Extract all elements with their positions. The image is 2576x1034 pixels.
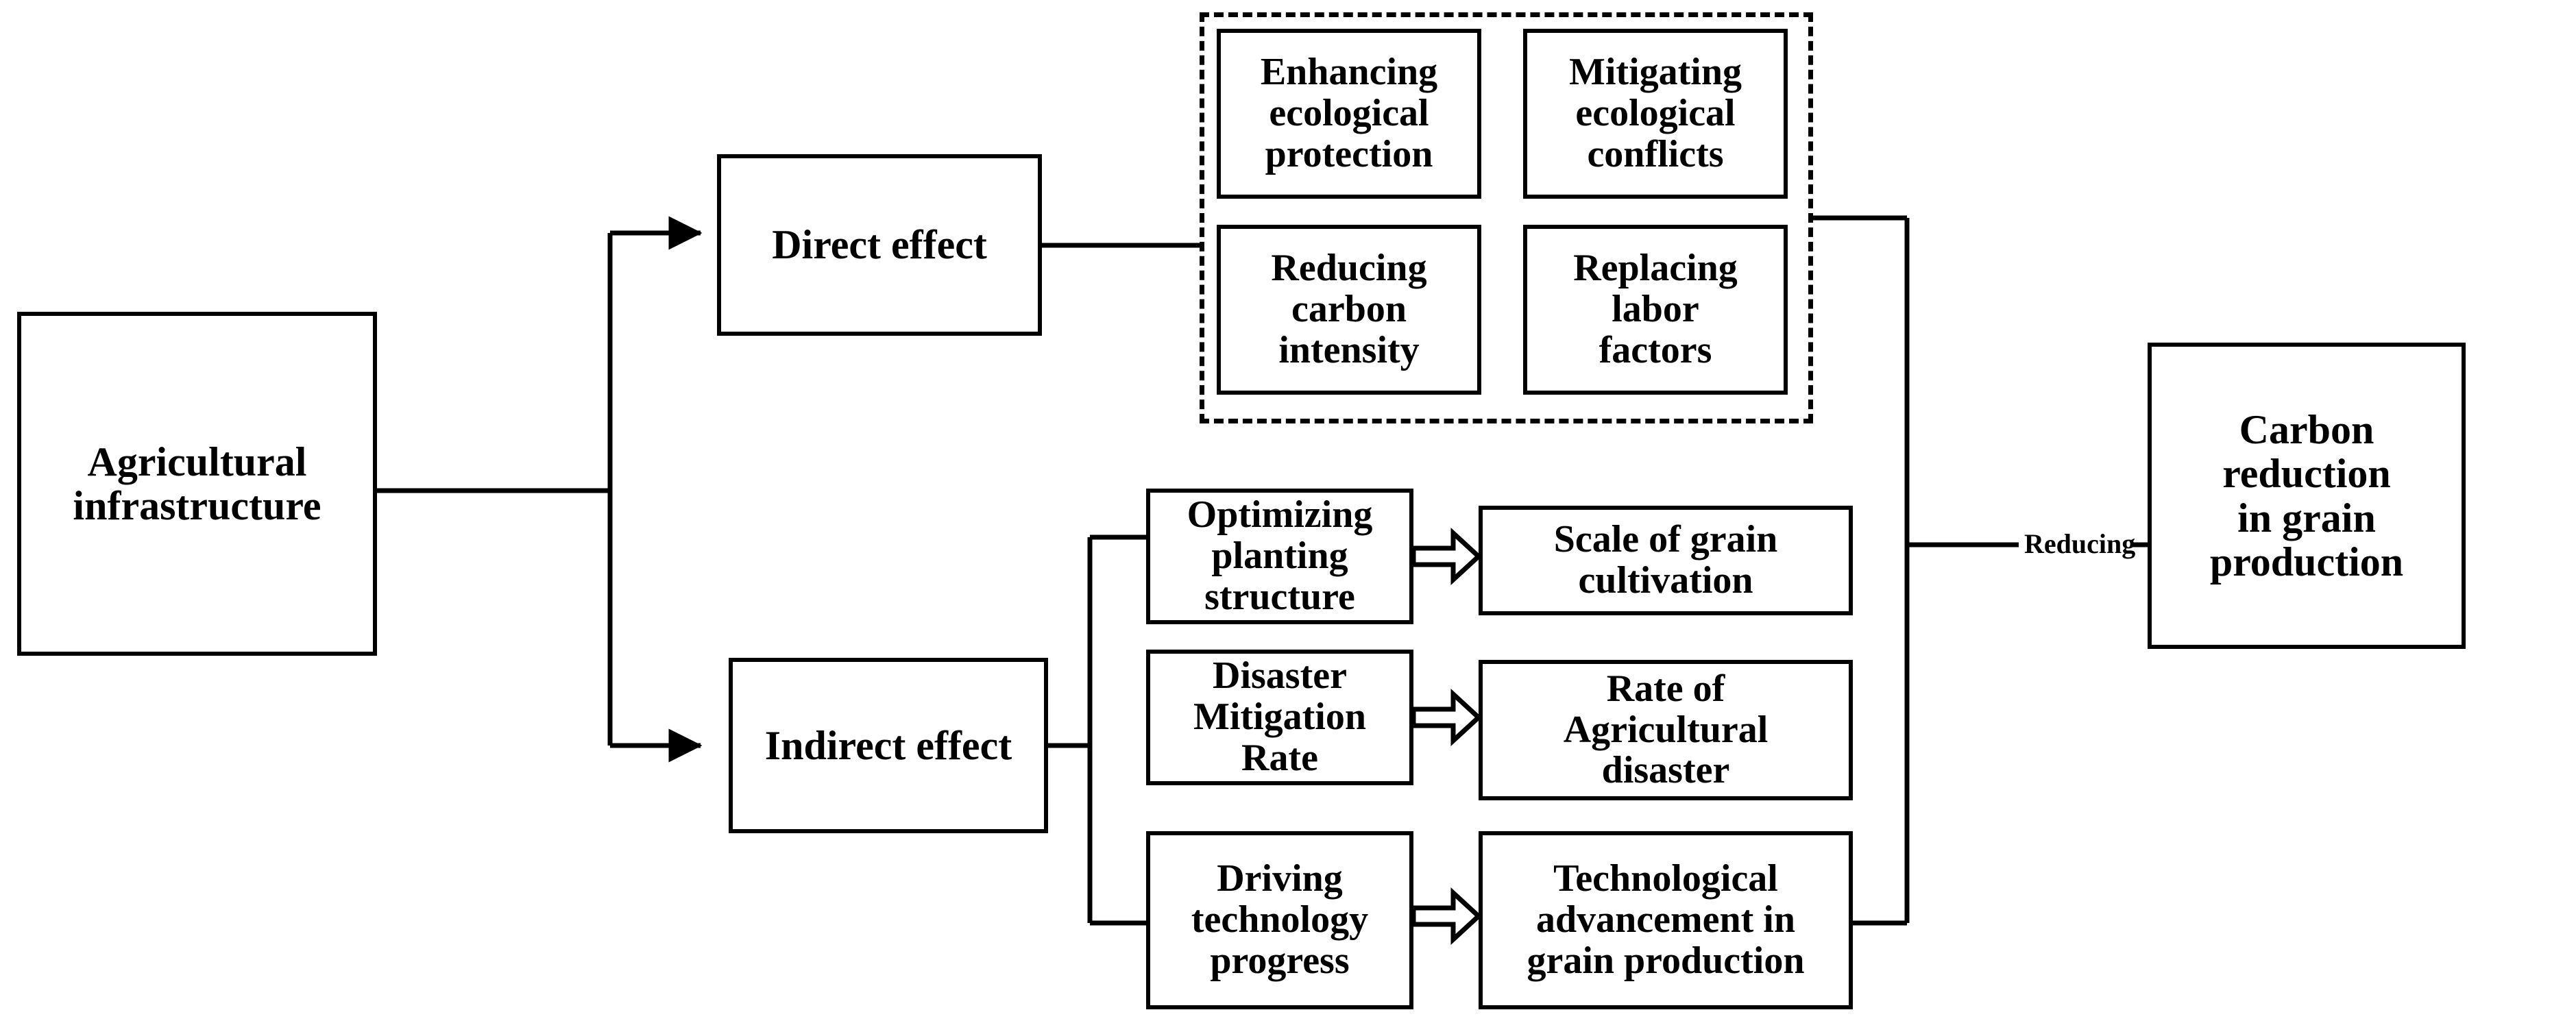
node-disaster-mitigation-rate[interactable]: Disaster Mitigation Rate — [1146, 650, 1413, 785]
block-arrow-optimizing-to-scale — [1411, 528, 1483, 585]
block-arrow-disaster-to-rate — [1411, 689, 1483, 746]
node-enhancing-ecological-protection[interactable]: Enhancing ecological protection — [1217, 29, 1481, 199]
edge-indirect-effect-mechanisms — [1048, 534, 1147, 926]
edge-collector-to-target — [1813, 215, 2148, 926]
node-driving-technology-progress[interactable]: Driving technology progress — [1146, 831, 1413, 1009]
node-scale-of-grain-cultivation[interactable]: Scale of grain cultivation — [1479, 506, 1853, 615]
node-replacing-labor-factors[interactable]: Replacing labor factors — [1523, 225, 1788, 395]
edge-source-split — [377, 233, 613, 746]
node-rate-of-agricultural-disaster[interactable]: Rate of Agricultural disaster — [1479, 660, 1853, 800]
node-technological-advancement-in-grain-production[interactable]: Technological advancement in grain produ… — [1479, 831, 1853, 1009]
node-optimizing-planting-structure[interactable]: Optimizing planting structure — [1146, 489, 1413, 624]
node-indirect-effect[interactable]: Indirect effect — [729, 658, 1048, 833]
edge-label-reducing: Reducing — [2019, 529, 2135, 559]
block-arrow-driving-to-technological — [1411, 887, 1483, 945]
node-agricultural-infrastructure[interactable]: Agricultural infrastructure — [17, 312, 377, 656]
node-direct-effect[interactable]: Direct effect — [717, 154, 1042, 336]
node-carbon-reduction-in-grain-production[interactable]: Carbon reduction in grain production — [2148, 343, 2466, 649]
node-mitigating-ecological-conflicts[interactable]: Mitigating ecological conflicts — [1523, 29, 1788, 199]
direct-effect-group-container — [1200, 12, 1813, 423]
node-reducing-carbon-intensity[interactable]: Reducing carbon intensity — [1217, 225, 1481, 395]
